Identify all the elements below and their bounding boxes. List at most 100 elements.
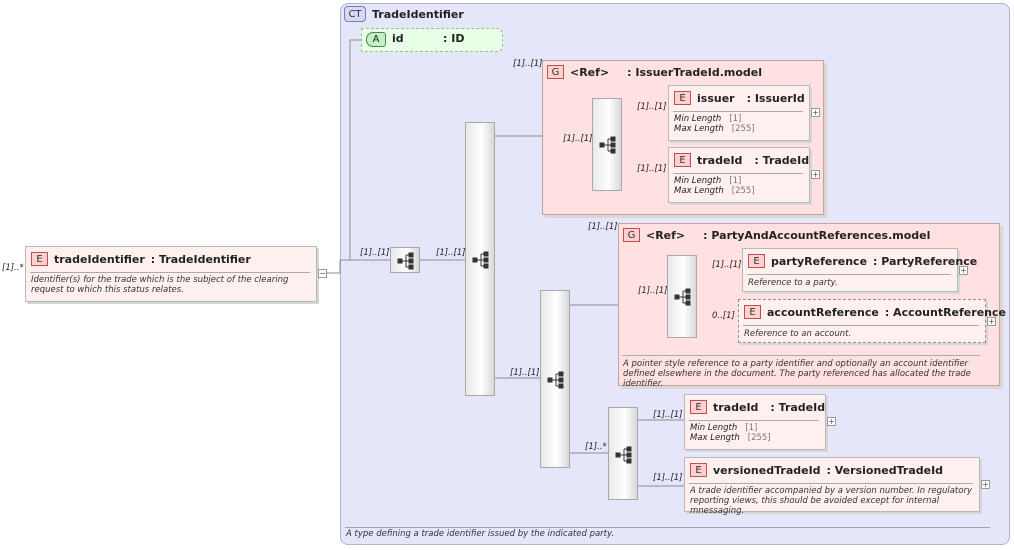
party-sequence-compositor[interactable]: [667, 255, 697, 338]
root-element-name: tradeIdentifier: [54, 252, 145, 266]
min-length-value: [1]: [729, 176, 742, 186]
versioned-tradeid-name: versionedTradeId: [713, 463, 821, 477]
outer-sequence-cardinality-in: [1]..[1]: [360, 248, 390, 258]
versioned-tradeid-cardinality: [1]..[1]: [653, 473, 683, 483]
max-length-value: [255]: [731, 186, 755, 196]
issuer-group-ref: <Ref>: [570, 65, 610, 79]
versioned-tradeid-separator: [689, 483, 973, 484]
tradeid2-facets: Min Length[1] Max Length[255]: [690, 423, 771, 443]
min-length-label: Min Length: [674, 114, 722, 124]
collapse-icon[interactable]: −: [318, 269, 327, 278]
element-issuer[interactable]: E issuer : IssuerId Min Length[1] Max Le…: [668, 85, 810, 141]
attribute-type: : ID: [443, 32, 465, 45]
party-group-cardinality: [1]..[1]: [588, 222, 618, 232]
complex-type-badge: CT: [344, 6, 366, 22]
inner-sequence-cardinality: [1]..*: [585, 442, 607, 452]
account-reference-description: Reference to an account.: [744, 329, 852, 339]
sequence-icon: [674, 288, 691, 306]
complex-type-footer-divider: [345, 527, 990, 528]
issuer-seq-cardinality: [1]..[1]: [563, 134, 593, 144]
element-partyReference[interactable]: E partyReference : PartyReference Refere…: [742, 248, 977, 292]
element-tradeId[interactable]: E tradeId : TradeId Min Length [1] Max Le…: [668, 147, 810, 203]
inner-sequence-compositor[interactable]: [608, 407, 638, 500]
group-badge: G: [547, 65, 564, 79]
issuer-type: : IssuerId: [746, 91, 805, 105]
choice-cardinality: [1]..[1]: [510, 368, 540, 378]
tradeid2-type: : TradeId: [770, 400, 826, 414]
complex-type-description: A type defining a trade identifier issue…: [346, 529, 615, 539]
expand-icon[interactable]: +: [959, 266, 968, 275]
outer-sequence-cardinality-out: [1]..[1]: [436, 248, 466, 258]
issuer-group-cardinality: [1]..[1]: [513, 59, 543, 69]
expand-icon[interactable]: +: [827, 417, 836, 426]
versioned-tradeid-type: : VersionedTradeId: [826, 463, 944, 477]
issuer-cardinality: [1]..[1]: [637, 102, 667, 112]
party-reference-type: : PartyReference: [873, 254, 978, 268]
min-length-value: [1]: [745, 423, 758, 433]
party-seq-cardinality: [1]..[1]: [638, 286, 668, 296]
element-badge: E: [674, 91, 691, 105]
group-badge: G: [623, 228, 640, 242]
element-tradeId-2[interactable]: E tradeId : TradeId Min Length[1] Max Le…: [684, 394, 826, 450]
account-reference-type: : AccountReference: [884, 305, 1006, 319]
versioned-tradeid-header: E versionedTradeId : VersionedTradeId: [690, 463, 943, 477]
expand-icon[interactable]: +: [981, 480, 990, 489]
tradeid-separator: [673, 173, 803, 174]
issuer-group-title: G <Ref> : IssuerTradeId.model: [547, 65, 762, 79]
sequence-icon: [547, 371, 564, 389]
tradeid-facets: Min Length [1] Max Length [255]: [674, 176, 755, 196]
party-reference-header: E partyReference : PartyReference: [748, 254, 977, 268]
party-reference-description: Reference to a party.: [748, 278, 838, 288]
outer-sequence-compositor[interactable]: [390, 247, 420, 273]
choice-icon: [472, 251, 489, 269]
max-length-value: [255]: [747, 433, 771, 443]
root-separator: [30, 272, 310, 273]
tradeid-type: : TradeId: [754, 153, 810, 167]
tradeid-header: E tradeId : TradeId: [674, 153, 809, 167]
choice-compositor[interactable]: [465, 122, 495, 396]
max-length-value: [255]: [731, 124, 755, 134]
tradeid-name: tradeId: [697, 153, 743, 167]
party-group-title: G <Ref> : PartyAndAccountReferences.mode…: [623, 228, 930, 242]
account-reference-name: accountReference: [767, 305, 879, 319]
party-reference-name: partyReference: [771, 254, 868, 268]
party-reference-separator: [747, 274, 951, 275]
issuer-header: E issuer : IssuerId: [674, 91, 805, 105]
element-badge: E: [690, 400, 707, 414]
expand-icon[interactable]: +: [811, 170, 820, 179]
element-badge: E: [748, 254, 765, 268]
element-badge: E: [690, 463, 707, 477]
issuer-name: issuer: [697, 91, 735, 105]
lower-sequence-compositor[interactable]: [540, 290, 570, 468]
account-reference-separator: [743, 325, 979, 326]
account-reference-cardinality: 0..[1]: [712, 311, 735, 321]
min-length-value: [1]: [729, 114, 742, 124]
root-element-tradeIdentifier[interactable]: E tradeIdentifier : TradeIdentifier Iden…: [25, 246, 317, 302]
root-element-type: : TradeIdentifier: [150, 252, 251, 266]
complex-type-header: CT TradeIdentifier: [344, 6, 464, 22]
party-group-separator: [622, 355, 980, 356]
issuer-sequence-compositor[interactable]: [592, 98, 622, 191]
expand-icon[interactable]: +: [811, 108, 820, 117]
attribute-name: id: [392, 32, 404, 45]
element-versionedTradeId[interactable]: E versionedTradeId : VersionedTradeId A …: [684, 457, 980, 516]
element-badge: E: [744, 305, 761, 319]
account-reference-header: E accountReference : AccountReference: [744, 305, 1006, 319]
element-accountReference[interactable]: E accountReference : AccountReference Re…: [738, 299, 1006, 343]
tradeid2-cardinality: [1]..[1]: [653, 410, 683, 420]
element-badge: E: [674, 153, 691, 167]
issuer-separator: [673, 111, 803, 112]
tradeid2-separator: [689, 420, 819, 421]
max-length-label: Max Length: [674, 186, 724, 196]
root-element-header: E tradeIdentifier : TradeIdentifier: [31, 252, 251, 266]
complex-type-name: TradeIdentifier: [372, 7, 464, 21]
max-length-label: Max Length: [690, 433, 740, 443]
party-group-ref: <Ref>: [646, 228, 686, 242]
versioned-tradeid-description: A trade identifier accompanied by a vers…: [690, 486, 972, 516]
issuer-group-name: : IssuerTradeId.model: [627, 65, 763, 79]
party-group-description: A pointer style reference to a party ide…: [623, 359, 971, 389]
expand-icon[interactable]: +: [987, 317, 996, 326]
min-length-label: Min Length: [674, 176, 722, 186]
party-reference-cardinality: [1]..[1]: [712, 260, 742, 270]
issuer-facets: Min Length[1] Max Length[255]: [674, 114, 755, 134]
